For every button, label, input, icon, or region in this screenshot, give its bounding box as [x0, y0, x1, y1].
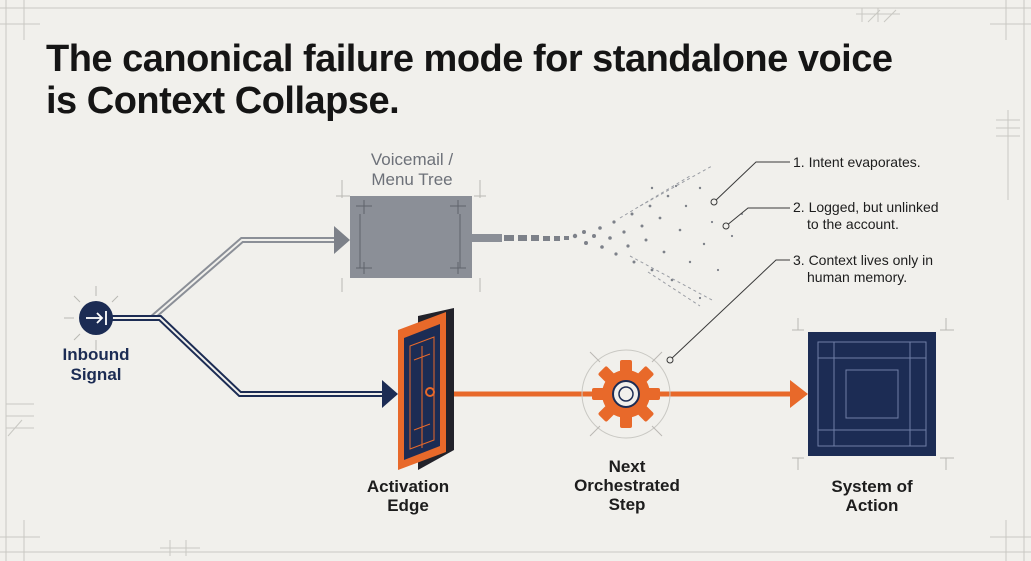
- activation-edge-node: Activation Edge: [367, 308, 454, 515]
- inbound-signal-node: Inbound Signal: [62, 286, 130, 384]
- voicemail-box: [350, 196, 472, 278]
- system-label-2: Action: [846, 496, 899, 515]
- annotation-3-text-1: 3. Context lives only in: [793, 252, 933, 268]
- annotation-3: 3. Context lives only in human memory.: [666, 252, 933, 364]
- next-step-node: Next Orchestrated Step: [574, 349, 680, 514]
- voicemail-label-1: Voicemail /: [371, 150, 453, 169]
- voicemail-label-2: Menu Tree: [371, 170, 452, 189]
- next-step-label-1: Next: [609, 457, 646, 476]
- inbound-label-1: Inbound: [62, 345, 129, 364]
- activation-label-2: Edge: [387, 496, 429, 515]
- annotation-2: 2. Logged, but unlinked to the account.: [722, 199, 939, 232]
- annotation-3-text-2: human memory.: [807, 269, 907, 285]
- next-step-label-2: Orchestrated: [574, 476, 680, 495]
- annotation-1: 1. Intent evaporates.: [710, 154, 921, 206]
- annotation-1-text: 1. Intent evaporates.: [793, 154, 921, 170]
- activation-label-1: Activation: [367, 477, 449, 496]
- dissipation-trails: [619, 165, 713, 307]
- annotation-2-text-2: to the account.: [807, 216, 899, 232]
- activation-arrowhead: [382, 380, 398, 408]
- system-label-1: System of: [831, 477, 913, 496]
- gear-icon: [592, 360, 660, 428]
- annotation-2-text-1: 2. Logged, but unlinked: [793, 199, 939, 215]
- orchestrated-path: [440, 380, 808, 408]
- context-dissipation: [504, 184, 743, 300]
- title-line-1: The canonical failure mode for standalon…: [46, 38, 893, 80]
- activation-path: [112, 315, 398, 408]
- voicemail-path: [112, 226, 350, 321]
- title-line-2: is Context Collapse.: [46, 80, 400, 122]
- arrow-in-icon: [86, 311, 107, 325]
- page-title: The canonical failure mode for standalon…: [46, 38, 893, 122]
- voicemail-arrowhead: [334, 226, 350, 254]
- system-arrowhead: [790, 380, 808, 408]
- system-box: [808, 332, 936, 456]
- inbound-label-2: Signal: [70, 365, 121, 384]
- voicemail-node: Voicemail / Menu Tree: [336, 150, 502, 292]
- system-of-action-node: System of Action: [792, 318, 954, 515]
- next-step-label-3: Step: [609, 495, 646, 514]
